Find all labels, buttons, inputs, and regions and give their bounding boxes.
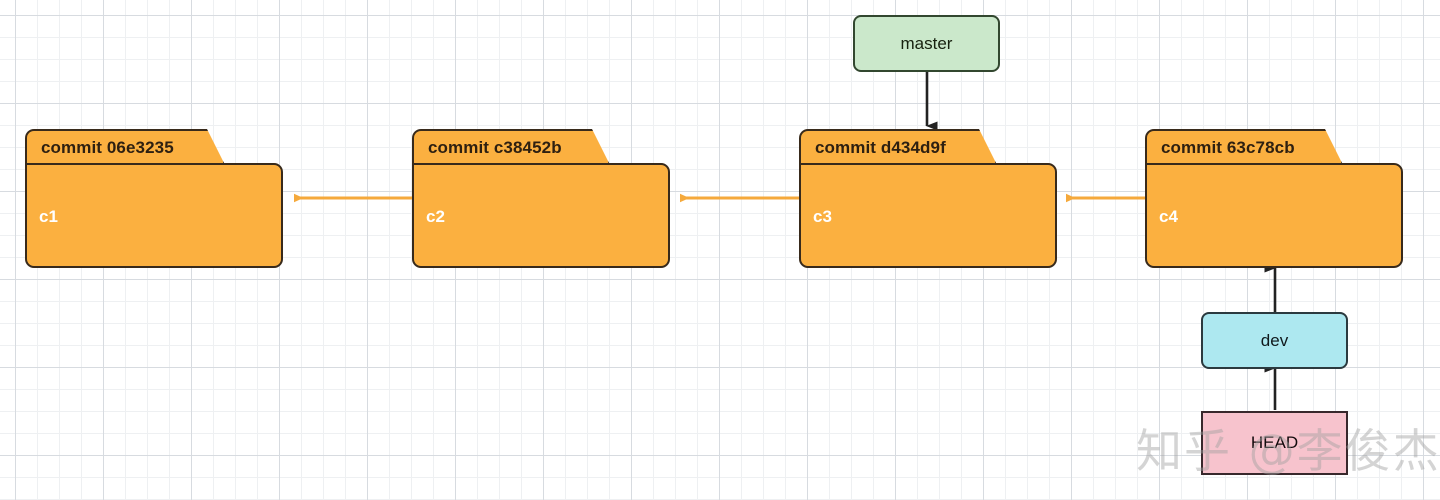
commit-node-c3[interactable]: commit d434d9f c3: [799, 129, 1057, 268]
commit-tab-c3: commit d434d9f: [799, 129, 997, 165]
branch-box-dev[interactable]: dev: [1201, 312, 1348, 369]
commit-header-label: commit 63c78cb: [1161, 138, 1295, 157]
branch-box-head[interactable]: HEAD: [1201, 411, 1348, 475]
branch-label-dev: dev: [1260, 330, 1289, 350]
edge-c3-to-c2: [680, 193, 799, 203]
edge-c4-to-c3: [1066, 193, 1145, 203]
commit-body-c1: [25, 163, 283, 268]
commit-node-c4[interactable]: commit 63c78cb c4: [1145, 129, 1403, 268]
commit-body-c4: [1145, 163, 1403, 268]
branch-label-head: HEAD: [1250, 433, 1299, 452]
commit-tab-c1: commit 06e3235: [25, 129, 225, 165]
commit-node-c2[interactable]: commit c38452b c2: [412, 129, 670, 268]
commit-body-c2: [412, 163, 670, 268]
branch-label-master: master: [900, 33, 953, 53]
branch-box-master[interactable]: master: [853, 15, 1000, 72]
edge-head-to-dev: [1264, 363, 1277, 410]
edge-master-to-c3: [925, 72, 938, 131]
edge-c2-to-c1: [294, 193, 413, 203]
commit-short-label: c3: [813, 207, 832, 226]
commit-header-label: commit c38452b: [428, 138, 562, 157]
commit-node-c1[interactable]: commit 06e3235 c1: [25, 129, 283, 268]
commit-header-label: commit 06e3235: [41, 138, 174, 157]
commit-short-label: c4: [1159, 207, 1178, 226]
commit-header-label: commit d434d9f: [815, 138, 946, 157]
commit-short-label: c2: [426, 207, 445, 226]
commit-tab-c4: commit 63c78cb: [1145, 129, 1343, 165]
edge-dev-to-c4: [1264, 263, 1277, 312]
commit-short-label: c1: [39, 207, 58, 226]
commit-body-c3: [799, 163, 1057, 268]
commit-tab-c2: commit c38452b: [412, 129, 610, 165]
